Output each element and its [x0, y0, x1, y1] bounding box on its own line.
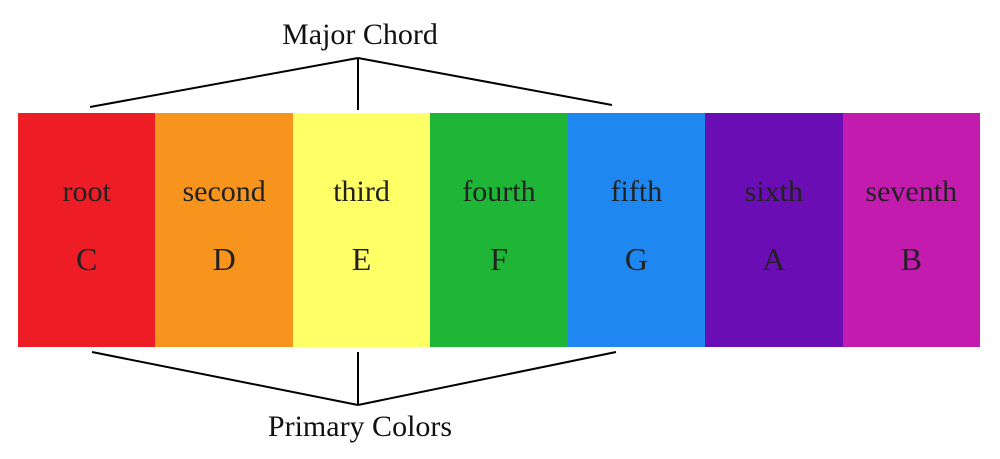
note-label: C	[76, 241, 98, 277]
degree-label: root	[62, 175, 111, 208]
swatch-third: third E	[292, 113, 431, 347]
note-label: D	[212, 241, 236, 277]
degree-label: fifth	[610, 175, 663, 208]
scale-color-strip: root C second D third E fourth F fifth G…	[18, 113, 980, 347]
swatch-fifth: fifth G	[567, 113, 706, 347]
note-label: A	[762, 241, 786, 277]
degree-label: fourth	[462, 175, 536, 208]
primary-colors-label: Primary Colors	[267, 410, 453, 443]
note-label: F	[490, 241, 508, 277]
degree-label: third	[333, 175, 390, 208]
top-bracket-left	[89, 57, 359, 108]
bottom-bracket-right	[357, 351, 617, 406]
swatch-seventh: seventh B	[842, 113, 980, 347]
note-label: E	[351, 241, 372, 277]
major-chord-label: Major Chord	[282, 18, 438, 51]
degree-label: seventh	[865, 175, 958, 208]
top-bracket-right	[357, 57, 613, 106]
note-label: B	[900, 241, 922, 277]
degree-label: second	[182, 175, 266, 208]
swatch-root: root C	[18, 113, 156, 347]
degree-label: sixth	[744, 175, 803, 208]
note-label: G	[624, 241, 648, 277]
swatch-fourth: fourth F	[430, 113, 568, 347]
swatch-second: second D	[155, 113, 293, 347]
bottom-bracket-left	[91, 351, 359, 406]
swatch-sixth: sixth A	[705, 113, 843, 347]
